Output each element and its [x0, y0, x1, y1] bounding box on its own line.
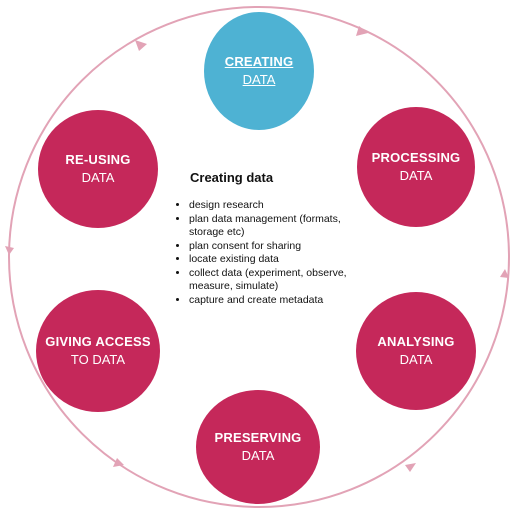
stage-re-using-data[interactable]: RE-USING DATA — [38, 110, 158, 228]
stage-subtitle: DATA — [241, 448, 275, 463]
stage-title: RE-USING — [65, 152, 131, 167]
stage-subtitle: DATA — [399, 352, 433, 367]
cycle-arrow-icon — [405, 463, 416, 472]
detail-list-item: design research — [189, 199, 362, 213]
cycle-arrow-icon — [500, 269, 509, 278]
stage-title: CREATING — [224, 54, 294, 69]
cycle-arrow-icons — [5, 26, 509, 472]
stage-title: PRESERVING — [214, 430, 302, 445]
detail-list-item: collect data (experiment, observe, measu… — [189, 267, 362, 294]
detail-list-item: locate existing data — [189, 253, 362, 267]
detail-list-item: plan consent for sharing — [189, 240, 362, 254]
stage-analysing-data[interactable]: ANALYSING DATA — [356, 292, 476, 410]
stage-giving-access-to-data[interactable]: GIVING ACCESS TO DATA — [36, 290, 160, 412]
stage-subtitle: TO DATA — [70, 352, 126, 367]
stage-creating-data[interactable]: CREATING DATA — [204, 12, 314, 130]
cycle-arrow-icon — [135, 40, 147, 51]
stage-title: GIVING ACCESS — [45, 334, 151, 349]
detail-list-item: capture and create metadata — [189, 294, 362, 308]
detail-list-item: plan data management (formats, storage e… — [189, 213, 362, 240]
detail-list: design research plan data management (fo… — [172, 199, 362, 307]
stage-subtitle: DATA — [399, 168, 433, 183]
stage-subtitle: DATA — [81, 170, 115, 185]
stage-detail-panel: Creating data design research plan data … — [172, 170, 362, 307]
cycle-arrow-icon — [113, 458, 124, 467]
detail-title: Creating data — [190, 170, 274, 185]
stage-title: ANALYSING — [377, 334, 455, 349]
stage-preserving-data[interactable]: PRESERVING DATA — [196, 390, 320, 504]
stage-title: PROCESSING — [371, 150, 461, 165]
cycle-arrow-icon — [356, 26, 368, 36]
stage-subtitle: DATA — [242, 72, 276, 87]
cycle-ring-circle — [8, 6, 510, 508]
stage-processing-data[interactable]: PROCESSING DATA — [357, 107, 475, 227]
cycle-arrow-icon — [5, 246, 14, 255]
